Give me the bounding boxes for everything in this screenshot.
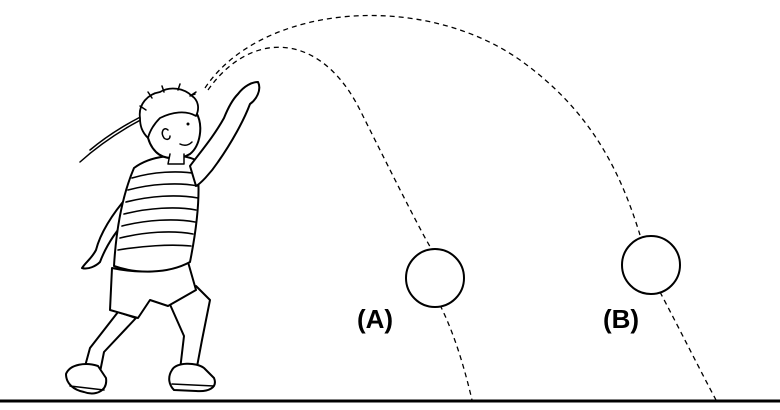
ball-b-label: (B) [603,304,640,334]
ball-a [405,248,465,308]
ball-b [621,235,681,295]
trajectory-b [204,14,717,401]
trajectory-a [207,46,473,401]
boy-throwing-icon [65,81,261,395]
ball-a-label: (A) [357,304,394,334]
